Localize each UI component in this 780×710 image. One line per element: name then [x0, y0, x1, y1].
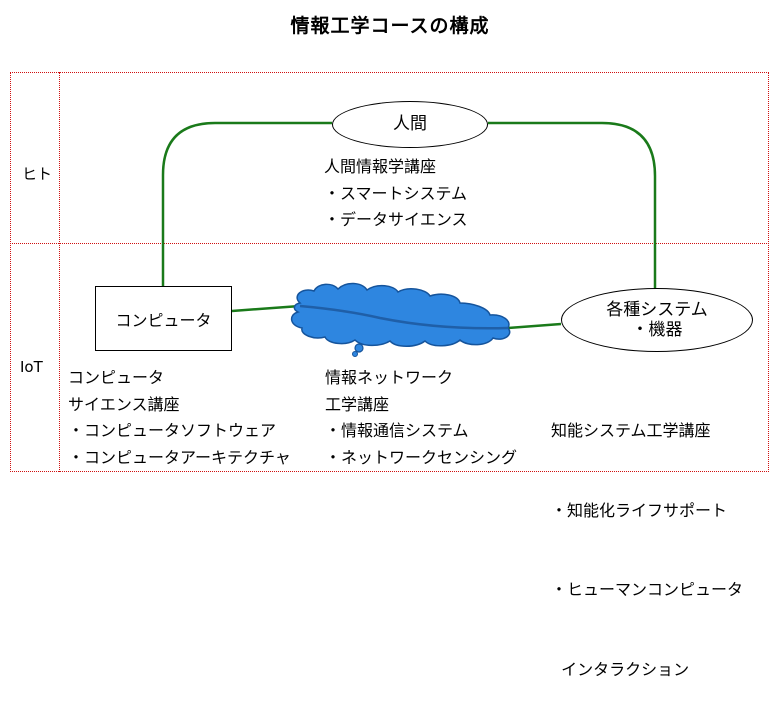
course-intelligent-system: 知能システム工学講座 ・知能化ライフサポート ・ヒューマンコンピュータ インタラ… [551, 365, 743, 710]
course-info-network-line: 情報ネットワーク [325, 368, 454, 387]
course-intelligent-system-line: インタラクション [551, 659, 690, 679]
link-computer-network [231, 304, 301, 313]
link-human-devices [488, 121, 657, 290]
course-computer-science-line: コンピュータ [68, 368, 165, 387]
course-human-info-line: ・データサイエンス [324, 210, 468, 229]
network-cloud-icon [290, 282, 511, 357]
devices-node-line-2: ・機器 [631, 320, 683, 340]
course-info-network-line: ・情報通信システム [325, 421, 469, 440]
row-label-human: ヒト [22, 165, 53, 183]
human-node-label: 人間 [393, 114, 427, 135]
link-computer-human [161, 121, 332, 290]
devices-node-line-1: 各種システム [606, 299, 708, 320]
course-computer-science: コンピュータ サイエンス講座 ・コンピュータソフトウェア ・コンピュータアーキテ… [68, 365, 291, 471]
course-intelligent-system-line: ・ヒューマンコンピュータ [551, 580, 744, 599]
course-computer-science-line: ・コンピュータアーキテクチャ [68, 447, 291, 467]
course-info-network-line: ・ネットワークセンシング [325, 447, 518, 467]
layer-divider [10, 243, 769, 244]
course-computer-science-line: サイエンス講座 [68, 394, 180, 414]
network-backbone-line [299, 304, 509, 330]
label-column-divider [59, 72, 60, 472]
diagram-title: 情報工学コースの構成 [290, 15, 490, 37]
connection-lines [161, 121, 657, 357]
course-info-network: 情報ネットワーク 工学講座 ・情報通信システム ・ネットワークセンシング [325, 365, 517, 471]
link-network-devices [507, 322, 562, 330]
course-computer-science-line: ・コンピュータソフトウェア [68, 421, 277, 440]
course-intelligent-system-line: ・知能化ライフサポート [551, 500, 728, 520]
course-info-network-line: 工学講座 [325, 394, 390, 414]
layer-frame [10, 72, 769, 472]
course-human-info: 人間情報学講座 ・スマートシステム ・データサイエンス [324, 154, 468, 234]
row-label-iot: IoT [20, 358, 43, 376]
devices-node: 各種システム ・機器 [561, 288, 753, 352]
computer-node: コンピュータ [95, 286, 232, 351]
human-node: 人間 [332, 101, 488, 148]
course-human-info-line: 人間情報学講座 [324, 157, 437, 176]
course-human-info-line: ・スマートシステム [324, 183, 468, 203]
course-intelligent-system-line: 知能システム工学講座 [551, 421, 711, 440]
